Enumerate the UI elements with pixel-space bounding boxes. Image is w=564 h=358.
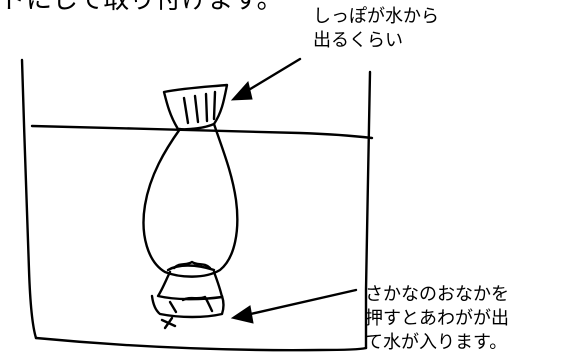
fish-cap-scribble — [172, 260, 212, 270]
annotation-line: さかなのおなかを — [365, 284, 509, 305]
fish-cap-mark — [168, 300, 178, 314]
annotation-line: しっぽが水から — [313, 6, 439, 27]
annotation-line: 押すとあわがが出 — [365, 308, 509, 329]
arrow-to-tail-line — [240, 57, 302, 96]
arrow-to-belly-line — [240, 288, 358, 318]
fish-tail-stripe — [212, 90, 217, 121]
water-surface — [30, 124, 374, 140]
annotation-line: て水が入ります。 — [365, 332, 508, 353]
page-heading-fragment: ドにして取り付けます。 — [0, 0, 283, 15]
fish-tail-stripe — [193, 94, 200, 124]
annotation-tail-above-water: しっぽが水から 出るくらい — [313, 5, 439, 53]
arrow-to-belly-head — [230, 305, 254, 324]
cup-bottom — [34, 336, 368, 352]
fish-tail-stripe — [204, 92, 209, 123]
fish-cap-base — [150, 294, 225, 319]
fish-cap-cross — [163, 316, 174, 330]
annotation-line: 出るくらい — [313, 30, 403, 51]
fish-cap-scribble-2 — [181, 295, 214, 313]
cup-right-wall — [364, 70, 372, 350]
fish-tail-stripe — [182, 96, 190, 125]
annotation-press-belly: さかなのおなかを 押すとあわがが出 て水が入ります。 — [365, 283, 509, 355]
cup-left-wall — [20, 58, 38, 340]
fish-body — [142, 122, 239, 278]
arrow-to-tail-head — [230, 80, 253, 101]
